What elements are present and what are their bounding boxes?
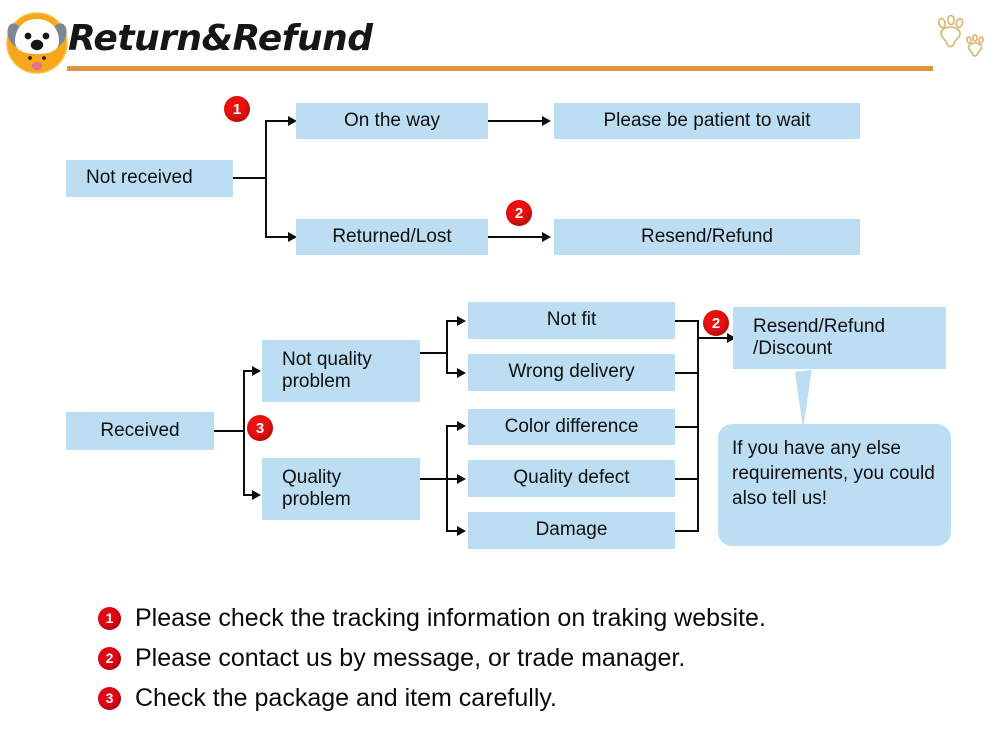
note-item: 3 Check the package and item carefully.	[98, 678, 958, 718]
connector-to-returned-lost	[265, 236, 291, 238]
merge-rail	[697, 320, 699, 532]
connector-on-the-way-to-wait	[488, 120, 545, 122]
node-not-received[interactable]: Not received	[66, 160, 233, 197]
connector-root-stem	[233, 177, 267, 179]
connector-received-split	[243, 370, 245, 495]
connector-notquality-split	[446, 321, 448, 374]
connector-to-wrong-delivery	[446, 372, 460, 374]
merge-damage	[675, 530, 699, 532]
badge-step-2-top: 2	[506, 200, 532, 226]
page-header: Return&Refund	[0, 0, 1000, 82]
note-badge-3: 3	[98, 686, 121, 710]
arrow-to-on-the-way	[288, 116, 297, 126]
arrow-to-not-fit	[457, 316, 466, 326]
badge-step-3: 3	[247, 415, 273, 441]
node-color-difference[interactable]: Color difference	[468, 409, 675, 445]
merge-not-fit	[675, 320, 699, 322]
connector-rail-to-outcome	[697, 337, 730, 339]
connector-to-color-difference	[446, 425, 460, 427]
paw-prints-icon	[937, 14, 984, 57]
note-item: 2 Please contact us by message, or trade…	[98, 638, 958, 678]
note-text-1: Please check the tracking information on…	[135, 603, 766, 632]
arrow-to-wrong-delivery	[457, 368, 466, 378]
node-resend-refund-discount[interactable]: Resend/Refund /Discount	[733, 307, 946, 369]
connector-to-on-the-way	[265, 120, 291, 122]
arrow-to-not-quality	[252, 366, 261, 376]
header-divider	[67, 66, 933, 71]
merge-wrong-delivery	[675, 372, 699, 374]
connector-notquality-stem	[420, 352, 448, 354]
badge-step-1-top: 1	[224, 96, 250, 122]
arrow-to-outcome	[727, 333, 736, 343]
speech-bubble: If you have any else requirements, you c…	[718, 424, 951, 546]
note-item: 1 Please check the tracking information …	[98, 598, 958, 638]
note-text-3: Check the package and item carefully.	[135, 683, 557, 712]
node-quality-defect[interactable]: Quality defect	[468, 460, 675, 497]
node-damage[interactable]: Damage	[468, 512, 675, 549]
connector-quality-stem	[420, 478, 448, 480]
connector-to-quality	[243, 494, 259, 496]
note-badge-1: 1	[98, 606, 121, 630]
connector-to-quality-defect	[446, 478, 460, 480]
footer-notes: 1 Please check the tracking information …	[98, 598, 958, 718]
note-badge-2: 2	[98, 646, 121, 670]
arrow-to-color-difference	[457, 421, 466, 431]
node-wrong-delivery[interactable]: Wrong delivery	[468, 354, 675, 391]
node-not-quality-problem[interactable]: Not quality problem	[262, 340, 420, 402]
note-text-2: Please contact us by message, or trade m…	[135, 643, 686, 672]
arrow-to-quality	[252, 490, 261, 500]
node-resend-refund[interactable]: Resend/Refund	[554, 219, 860, 255]
node-not-fit[interactable]: Not fit	[468, 302, 675, 339]
page-title: Return&Refund	[68, 18, 373, 59]
arrow-to-quality-defect	[457, 474, 466, 484]
merge-color-difference	[675, 426, 699, 428]
connector-returned-to-resend	[488, 236, 545, 238]
node-please-be-patient[interactable]: Please be patient to wait	[554, 103, 860, 139]
connector-root-split	[265, 121, 267, 238]
speech-bubble-tail	[795, 369, 820, 430]
connector-to-damage	[446, 530, 460, 532]
arrow-to-damage	[457, 526, 466, 536]
badge-step-2-bottom: 2	[703, 310, 729, 336]
dog-face-icon	[6, 12, 68, 74]
merge-quality-defect	[675, 478, 699, 480]
node-on-the-way[interactable]: On the way	[296, 103, 488, 139]
node-received[interactable]: Received	[66, 412, 214, 450]
arrow-to-wait	[542, 116, 551, 126]
node-quality-problem[interactable]: Quality problem	[262, 458, 420, 520]
node-returned-lost[interactable]: Returned/Lost	[296, 219, 488, 255]
arrow-to-returned-lost	[288, 232, 297, 242]
connector-to-not-fit	[446, 320, 460, 322]
arrow-to-resend-refund	[542, 232, 551, 242]
connector-received-stem	[214, 430, 245, 432]
connector-to-not-quality	[243, 370, 259, 372]
